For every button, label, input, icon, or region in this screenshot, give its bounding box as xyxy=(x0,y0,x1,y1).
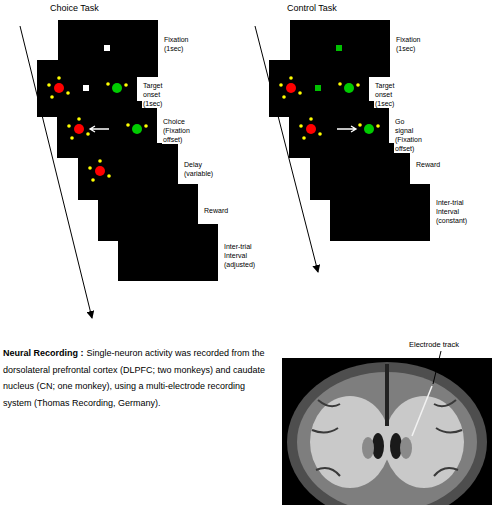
cue-dot xyxy=(282,95,286,99)
step-label: Inter-trial Interval (adjusted) xyxy=(223,242,256,269)
callout-label: Electrode track xyxy=(408,340,460,349)
cue-dot xyxy=(126,123,130,127)
cue-dot xyxy=(289,76,293,80)
step-label: Go signal (Fixation offset) xyxy=(394,117,423,153)
cue-dot xyxy=(302,136,306,140)
cue-dot xyxy=(107,174,111,178)
cue-dot xyxy=(124,83,128,87)
leader-line xyxy=(433,351,441,384)
cue-dot xyxy=(338,82,342,86)
cue-dot xyxy=(86,132,90,136)
step-label: Choice (Fixation offset) xyxy=(162,117,191,144)
cue-dot xyxy=(47,83,51,87)
task-screen: Inter-trial Interval (adjusted) xyxy=(118,224,218,281)
cue-dot xyxy=(98,159,102,163)
fixation-point xyxy=(83,85,89,91)
cue-dot xyxy=(358,123,362,127)
cue-dot xyxy=(106,82,110,86)
green-target xyxy=(112,83,122,93)
cue-dot xyxy=(91,178,95,182)
step-label: Fixation (1sec) xyxy=(395,35,422,53)
red-target xyxy=(95,166,105,176)
go-arrow xyxy=(337,126,356,132)
cue-dot xyxy=(144,124,148,128)
green-target xyxy=(344,83,354,93)
cue-dot xyxy=(298,91,302,95)
cue-dot xyxy=(67,124,71,128)
cue-dot xyxy=(66,91,70,95)
step-label: Inter-trial Interval (constant) xyxy=(435,198,468,225)
cue-dot xyxy=(279,83,283,87)
step-label: Target onset (1sec) xyxy=(142,81,163,108)
red-target xyxy=(74,124,84,134)
cue-dot xyxy=(57,76,61,80)
red-target xyxy=(54,83,64,93)
step-label: Delay (variable) xyxy=(183,160,214,178)
note-heading: Neural Recording : xyxy=(3,348,84,358)
screen-content xyxy=(118,224,218,281)
cue-dot xyxy=(77,117,81,121)
cue-dot xyxy=(309,117,313,121)
step-label: Reward xyxy=(415,160,441,169)
cue-dot xyxy=(70,136,74,140)
fixation-point xyxy=(315,85,321,91)
cue-dot xyxy=(299,124,303,128)
green-target xyxy=(364,124,374,134)
cue-dot xyxy=(50,95,54,99)
task-screen: Inter-trial Interval (constant) xyxy=(330,184,430,241)
column-title: Choice Task xyxy=(50,3,99,14)
step-label: Fixation (1sec) xyxy=(163,35,190,53)
method-note: Neural Recording :Single-neuron activity… xyxy=(3,345,275,411)
column-title: Control Task xyxy=(287,3,337,14)
fixation-point xyxy=(336,45,342,51)
step-label: Reward xyxy=(203,206,229,215)
cue-dot xyxy=(88,166,92,170)
cue-dot xyxy=(356,83,360,87)
cue-dot xyxy=(376,124,380,128)
red-target xyxy=(306,124,316,134)
fixation-point xyxy=(104,45,110,51)
step-label: Target onset (1sec) xyxy=(374,81,395,108)
cue-dot xyxy=(318,132,322,136)
red-target xyxy=(286,83,296,93)
screen-content xyxy=(330,184,430,241)
green-target xyxy=(132,124,142,134)
mri-image xyxy=(282,358,492,505)
choice-arrow xyxy=(90,126,109,132)
